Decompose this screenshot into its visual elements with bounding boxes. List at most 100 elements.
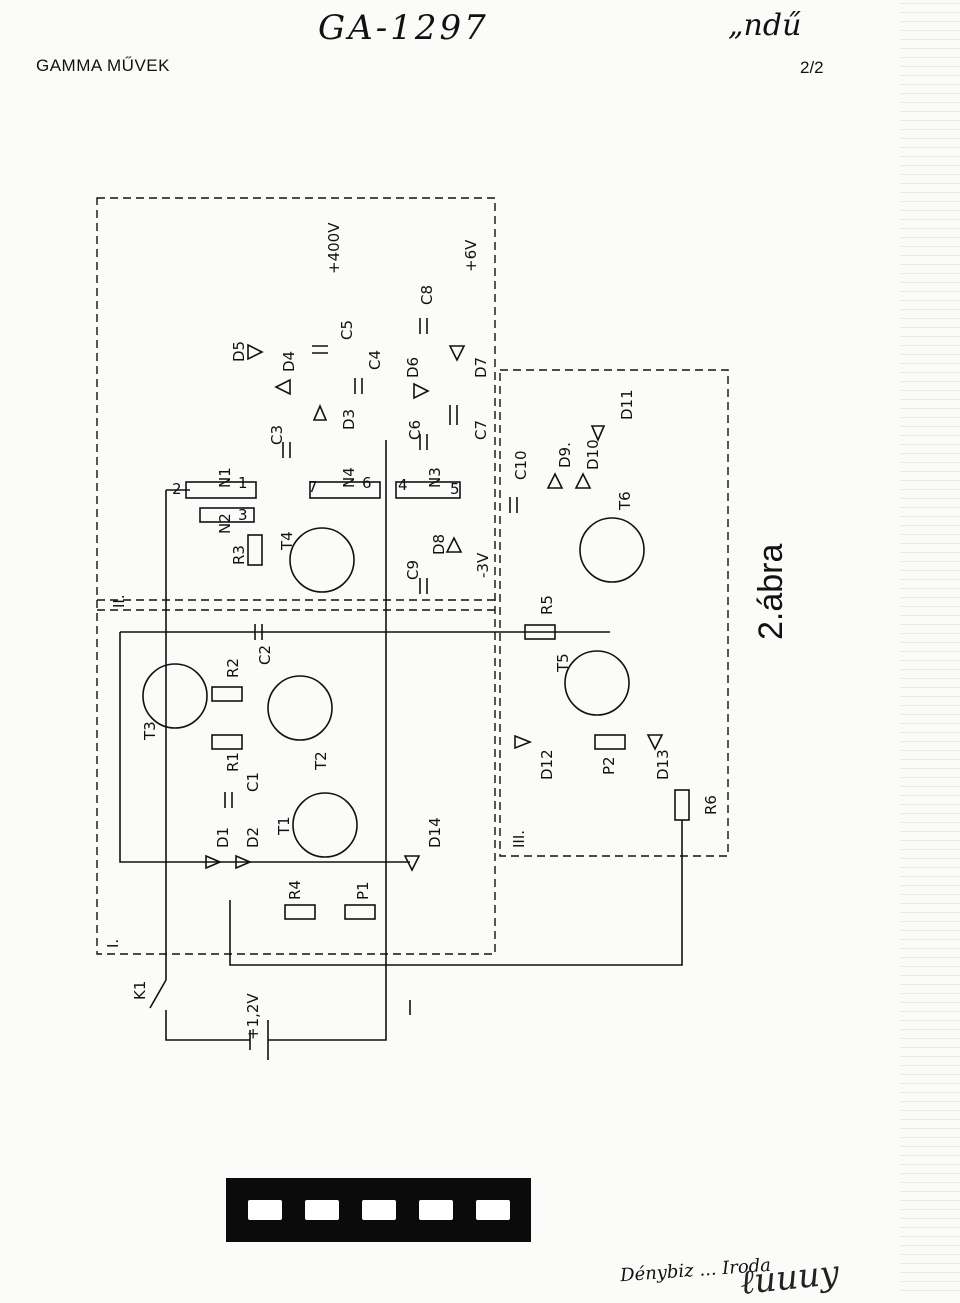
capacitor-c1 <box>224 792 233 808</box>
film-hole <box>247 1200 282 1220</box>
resistor-r5 <box>524 624 556 640</box>
diode-d4 <box>274 378 291 396</box>
transistor-t5 <box>564 650 630 716</box>
film-strip <box>226 1178 531 1242</box>
label-d2: D2 <box>244 827 262 848</box>
pin-4: 4 <box>398 476 408 494</box>
winding-n3 <box>395 481 461 499</box>
label-d8: D8 <box>430 534 448 555</box>
label-k1: K1 <box>131 981 149 1000</box>
diode-d10 <box>574 472 592 489</box>
label-d1: D1 <box>214 827 232 848</box>
label-n2: N2 <box>216 513 234 534</box>
label-r4: R4 <box>286 880 304 900</box>
wire <box>268 1015 387 1041</box>
pin-1: 1 <box>238 474 248 492</box>
capacitor-c4 <box>354 378 363 394</box>
film-hole <box>475 1200 510 1220</box>
label-minus3v: -3V <box>474 552 492 578</box>
label-block-1: I. <box>104 939 122 948</box>
pin-3: 3 <box>238 506 248 524</box>
label-c2: C2 <box>256 645 274 665</box>
label-n4: N4 <box>340 467 358 488</box>
label-d12: D12 <box>538 749 556 780</box>
capacitor-c7 <box>449 405 458 425</box>
label-d3: D3 <box>340 409 358 430</box>
capacitor-c10 <box>509 497 518 513</box>
resistor-r1 <box>211 734 243 750</box>
label-d5: D5 <box>230 341 248 362</box>
label-n3: N3 <box>426 467 444 488</box>
diode-d7 <box>448 345 466 362</box>
label-c9: C9 <box>404 560 422 580</box>
label-block-2: II. <box>110 594 128 608</box>
pin-6: 6 <box>362 474 372 492</box>
label-t6: T6 <box>616 491 634 511</box>
label-t1: T1 <box>275 816 293 836</box>
film-hole <box>418 1200 453 1220</box>
label-r6: R6 <box>702 795 720 815</box>
label-c5: C5 <box>338 320 356 340</box>
label-d9: D9. <box>556 442 574 468</box>
diode-d8 <box>445 536 463 553</box>
transistor-t1 <box>292 792 358 858</box>
label-n1: N1 <box>216 467 234 488</box>
label-c1: C1 <box>244 772 262 792</box>
label-12v: +1,2V <box>244 993 262 1040</box>
transistor-t3 <box>142 663 208 729</box>
label-d14: D14 <box>426 817 444 848</box>
resistor-r6 <box>674 789 690 821</box>
label-c6: C6 <box>406 420 424 440</box>
diode-d11 <box>590 425 606 443</box>
film-hole <box>304 1200 339 1220</box>
company-name: GAMMA MŰVEK <box>36 56 170 75</box>
label-d6: D6 <box>404 357 422 378</box>
diode-d9 <box>546 472 564 489</box>
label-r2: R2 <box>224 658 242 678</box>
label-d13: D13 <box>654 749 672 780</box>
figure-label: 2.ábra <box>752 543 790 640</box>
label-400v: +400V <box>325 222 343 274</box>
resistor-r4 <box>284 904 316 920</box>
pin-2: 2 <box>172 480 182 498</box>
pin-5: 5 <box>450 480 460 498</box>
pot-p1 <box>344 904 376 920</box>
diode-d1 <box>205 854 223 870</box>
label-r3: R3 <box>230 545 248 565</box>
block-outline-3 <box>499 369 729 857</box>
capacitor-c5 <box>312 345 328 354</box>
transistor-t2 <box>267 675 333 741</box>
capacitor-c9 <box>419 578 428 594</box>
film-hole <box>361 1200 396 1220</box>
transistor-t6 <box>579 517 645 583</box>
diode-d6 <box>413 382 430 400</box>
label-c3: C3 <box>268 425 286 445</box>
pin-7: 7 <box>308 478 318 496</box>
page-number: 2/2 <box>800 58 824 77</box>
block-outline-1 <box>96 197 496 955</box>
switch-k1 <box>149 979 167 1009</box>
resistor-r2 <box>211 686 243 702</box>
winding-n4 <box>309 481 381 499</box>
capacitor-c8 <box>419 318 428 334</box>
diode-d5 <box>247 343 264 361</box>
label-d4: D4 <box>280 351 298 372</box>
label-p2: P2 <box>600 756 618 775</box>
scan-noise <box>900 0 960 1299</box>
transistor-t4 <box>289 527 355 593</box>
wire <box>165 1010 250 1041</box>
capacitor-c6 <box>419 434 428 450</box>
label-r1: R1 <box>224 752 242 772</box>
battery <box>249 1020 269 1060</box>
diode-d2 <box>235 854 253 870</box>
label-t5: T5 <box>554 653 572 673</box>
label-c4: C4 <box>366 350 384 370</box>
resistor-r3 <box>247 534 263 566</box>
capacitor-c2 <box>254 624 263 640</box>
label-p1: P1 <box>354 881 372 900</box>
label-d11: D11 <box>618 389 636 420</box>
diode-d14 <box>403 855 421 872</box>
label-c7: C7 <box>472 420 490 440</box>
label-r5: R5 <box>538 595 556 615</box>
